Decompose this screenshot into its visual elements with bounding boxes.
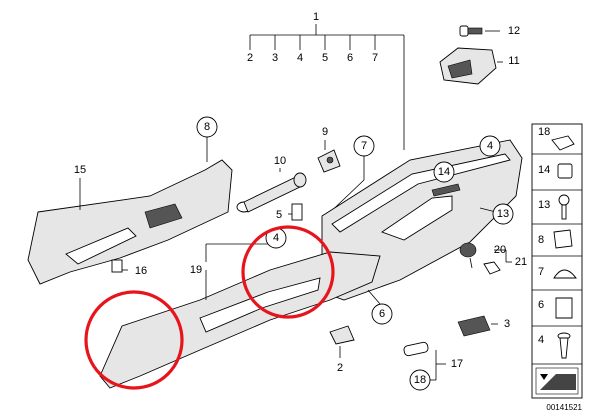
- arrow-icon: [535, 367, 579, 395]
- nut-icon: [557, 163, 573, 179]
- circled-callout-8: 8: [196, 116, 218, 162]
- legend-num-7: 7: [538, 266, 544, 278]
- callout-5b: 5: [276, 209, 282, 221]
- callout-1: 1: [313, 11, 319, 23]
- svg-text:6: 6: [379, 308, 385, 320]
- highlight-circle-hinge: [241, 225, 335, 319]
- part-10-lock-cylinder: 10: [236, 155, 307, 213]
- legend-num-6: 6: [538, 299, 544, 311]
- cap-icon: [553, 269, 577, 279]
- circled-callout-4-top: 4: [479, 135, 501, 157]
- bracket-clip-icon: [553, 229, 573, 249]
- expanding-rivet-icon: [557, 332, 571, 359]
- callout-13: 13: [497, 208, 509, 220]
- svg-text:4: 4: [487, 140, 493, 152]
- callout-2b: 2: [337, 362, 343, 374]
- callout-7: 7: [372, 52, 378, 64]
- part-17-18: 17 18: [403, 341, 463, 391]
- circled-callout-7: 7: [321, 135, 375, 221]
- callout-9: 9: [322, 126, 328, 138]
- part-11-switch: 11: [439, 47, 520, 85]
- legend-panel: 18 14 13 8 7 6 4: [531, 123, 583, 399]
- part-9-lock: 9: [317, 126, 341, 173]
- part-19-lid: 19: [99, 243, 381, 389]
- part-12-bulb: 12: [459, 25, 520, 37]
- highlight-circles: [84, 225, 335, 390]
- legend-num-8: 8: [538, 234, 544, 246]
- svg-text:4: 4: [273, 232, 279, 244]
- clip-icon: [551, 135, 575, 151]
- callout-16: 16: [135, 265, 147, 277]
- callout-3: 3: [272, 52, 278, 64]
- callout-6: 6: [347, 52, 353, 64]
- legend-num-13: 13: [538, 199, 550, 211]
- svg-text:14: 14: [438, 166, 450, 178]
- callout-21: 21: [515, 256, 527, 268]
- svg-text:8: 8: [204, 121, 210, 133]
- part-15-lower-trim: 15 16: [27, 159, 233, 285]
- callout-17: 17: [451, 358, 463, 370]
- callout-13-group: 13: [479, 203, 514, 225]
- circled-callout-6: 6: [367, 289, 393, 325]
- part-5-clip: 5: [276, 203, 303, 221]
- callout-5: 5: [322, 52, 328, 64]
- callout-11: 11: [508, 55, 519, 67]
- highlight-circle-lid-corner: [84, 290, 184, 390]
- legend-num-4: 4: [538, 334, 544, 346]
- callout-15: 15: [74, 164, 86, 176]
- spring-clip-icon: [555, 297, 573, 319]
- callout-4: 4: [297, 52, 303, 64]
- screw-icon: [558, 194, 570, 220]
- callout-2: 2: [247, 52, 253, 64]
- callout-12: 12: [508, 25, 520, 37]
- callout-3b: 3: [504, 318, 510, 330]
- parts-20-21: 20 21: [459, 242, 527, 275]
- legend-num-18: 18: [538, 126, 550, 138]
- circled-callout-18: 18: [414, 374, 426, 386]
- callout-tree-1: 1 2 3 4 5 6 7: [247, 11, 405, 150]
- svg-text:7: 7: [361, 140, 367, 152]
- callout-19: 19: [190, 264, 202, 276]
- callout-20: 20: [494, 244, 506, 256]
- callout-10: 10: [274, 155, 286, 167]
- part-2-pin: 2: [329, 325, 355, 374]
- part-id: 00141521: [546, 403, 582, 412]
- part-3-damper: 3: [457, 315, 510, 337]
- legend-num-14: 14: [538, 164, 550, 176]
- circled-callout-14: 14: [433, 161, 455, 183]
